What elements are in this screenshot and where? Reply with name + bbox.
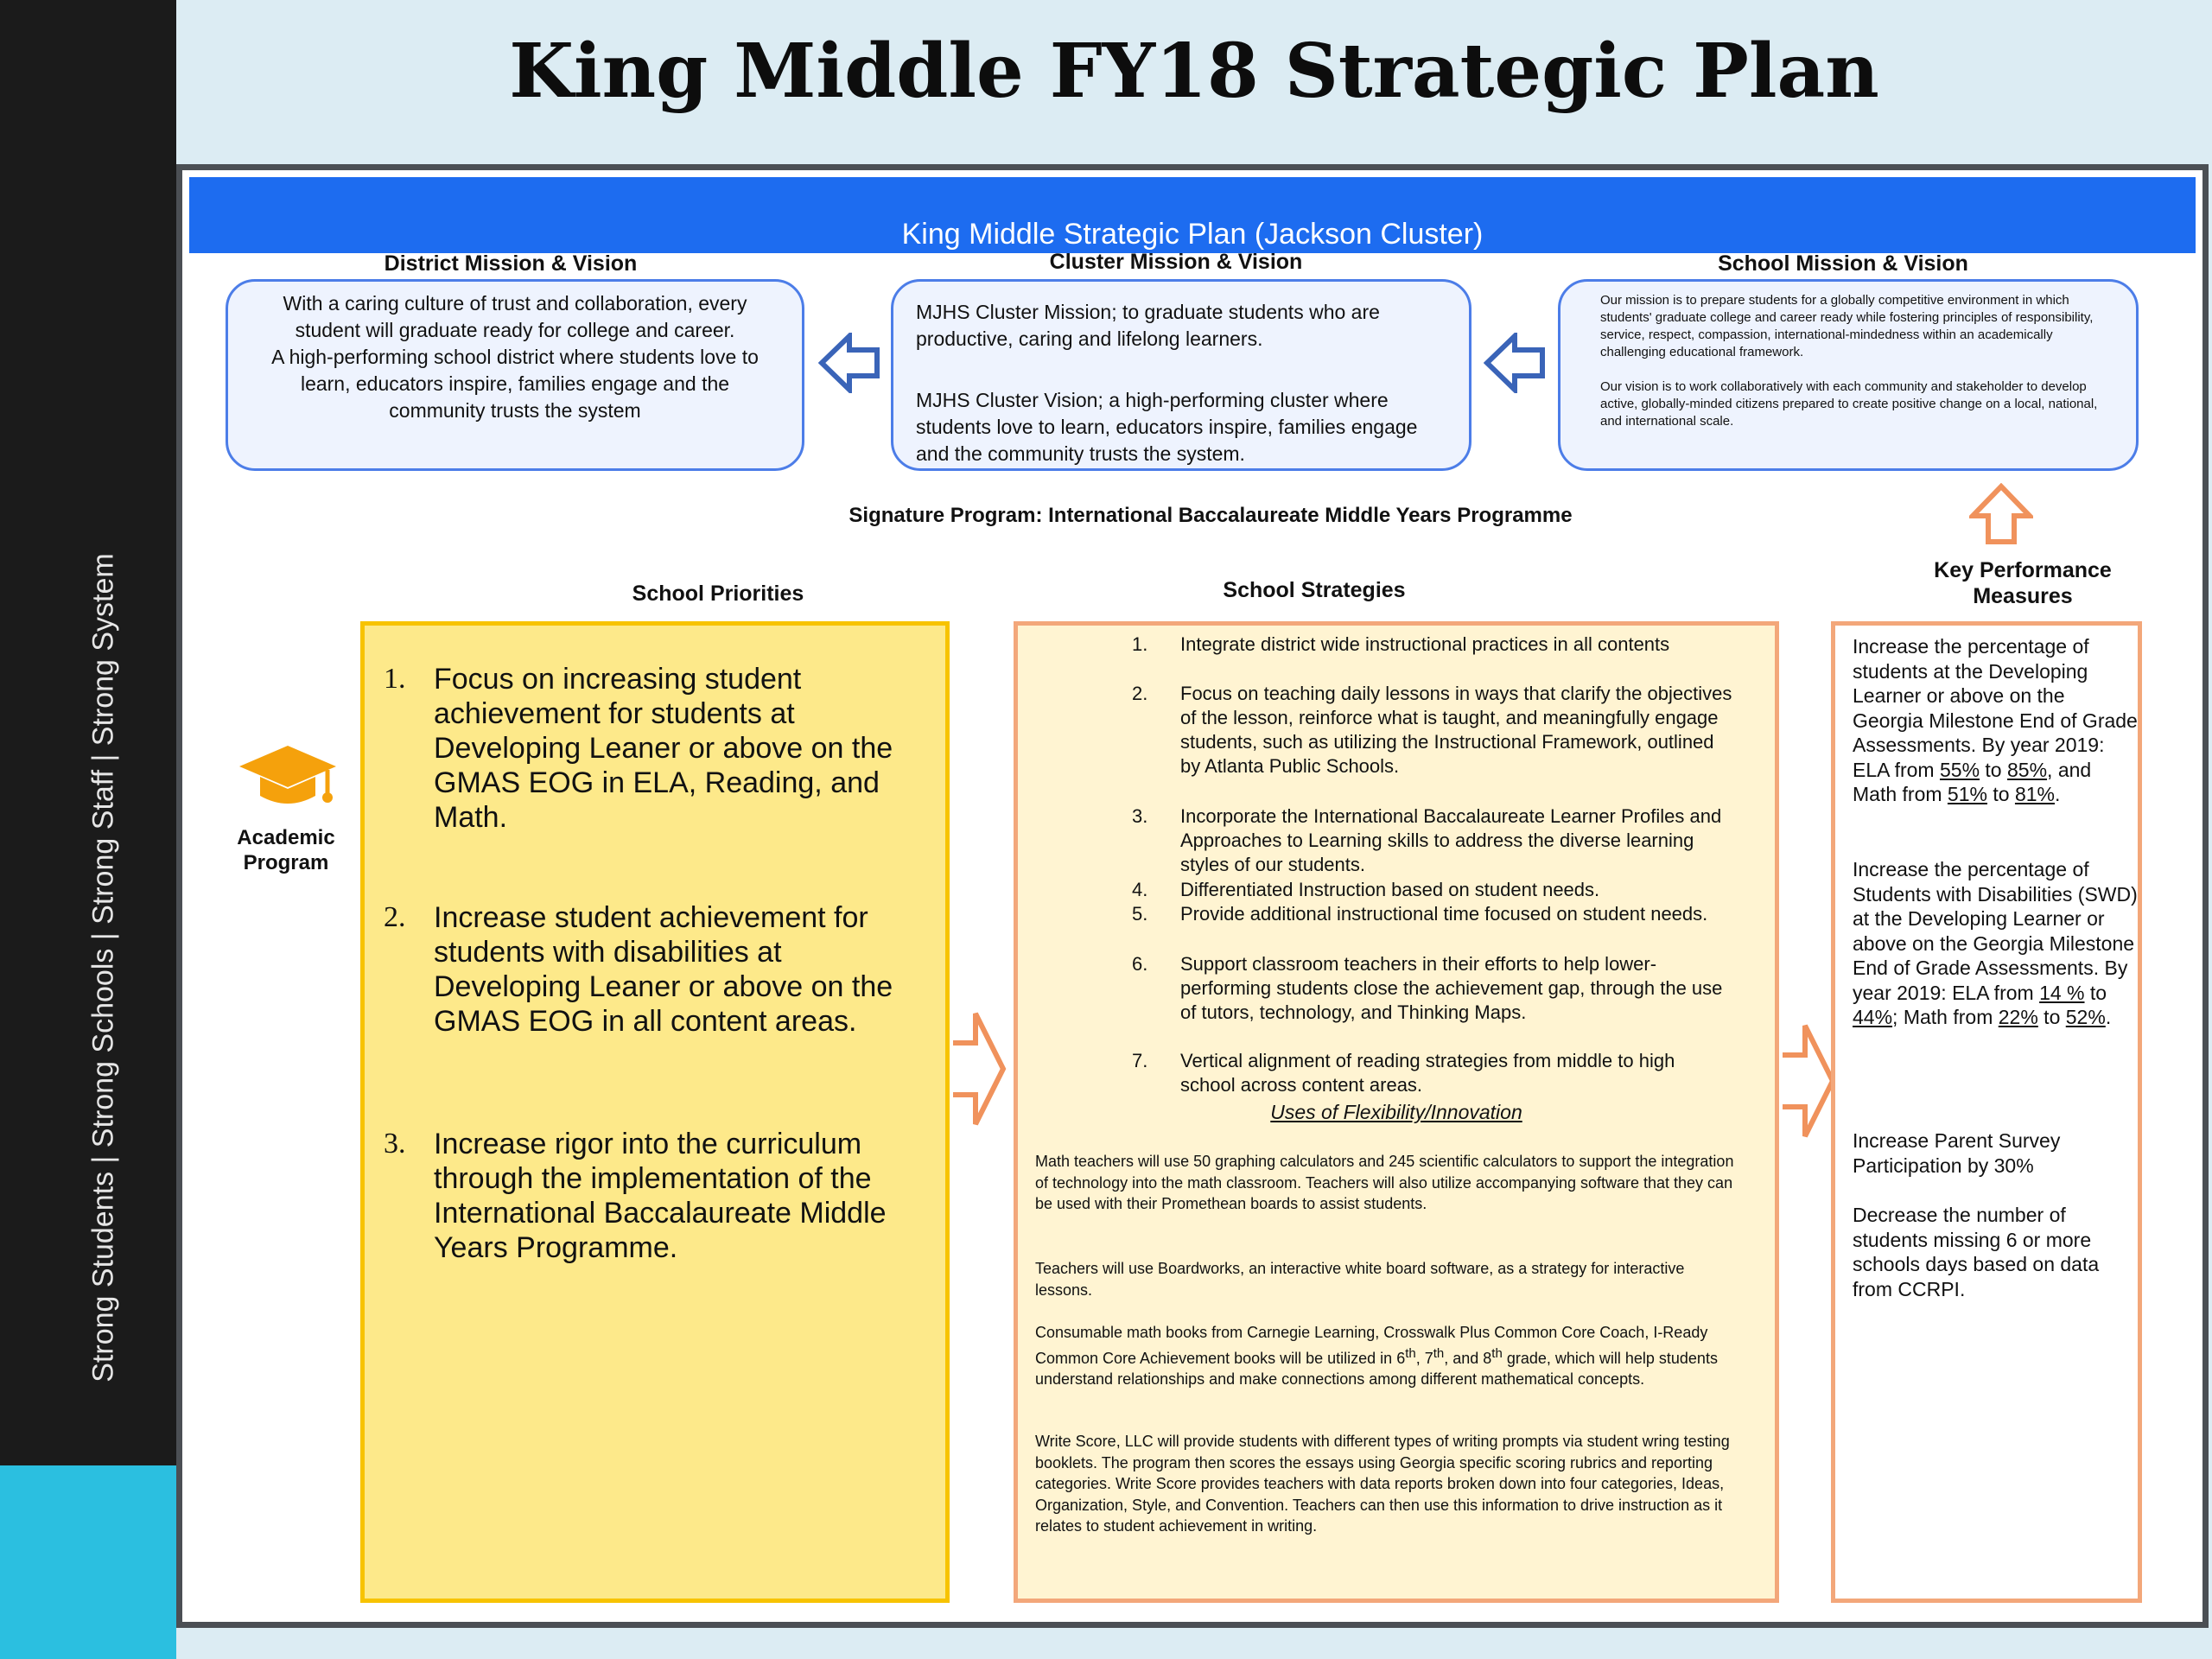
kpi-box: Increase the percentage of students at t… — [1831, 621, 2142, 1603]
academic-program-label: Academic Program — [237, 826, 335, 874]
plan-banner: King Middle Strategic Plan (Jackson Clus… — [189, 177, 2196, 253]
school-vision-text: Our vision is to work collaboratively wi… — [1600, 379, 2098, 429]
priorities-box: 1. Focus on increasing student achieveme… — [360, 621, 950, 1603]
kpi-heading: Key Performance Measures — [1934, 558, 2112, 608]
cluster-vision-text: MJHS Cluster Vision; a high-performing c… — [916, 389, 1418, 465]
school-heading: School Mission & Vision — [1718, 251, 1968, 276]
district-mission-text: With a caring culture of trust and colla… — [283, 292, 747, 341]
slide-title: King Middle FY18 Strategic Plan — [509, 28, 1879, 115]
cluster-mission-box: MJHS Cluster Mission; to graduate studen… — [891, 279, 1471, 471]
kpi-measure: Increase the percentage of Students with… — [1853, 858, 2138, 1028]
arrow-left-icon — [1484, 333, 1546, 393]
sidebar-tagline: Strong Students | Strong Schools | Stron… — [86, 553, 120, 1382]
district-mission-box: With a caring culture of trust and colla… — [226, 279, 804, 471]
school-mission-text: Our mission is to prepare students for a… — [1600, 293, 2094, 359]
flex-paragraph: Math teachers will use 50 graphing calcu… — [1035, 1153, 1734, 1212]
arrow-right-icon — [950, 1008, 1007, 1129]
district-vision-text: A high-performing school district where … — [271, 346, 759, 422]
cluster-mission-text: MJHS Cluster Mission; to graduate studen… — [916, 301, 1380, 350]
signature-program: Signature Program: International Baccala… — [849, 504, 1573, 527]
arrow-left-icon — [818, 333, 880, 393]
kpi-measure: Increase Parent Survey Participation by … — [1853, 1129, 2061, 1177]
arrow-right-icon — [1779, 1020, 1836, 1141]
arrow-up-icon — [1969, 483, 2033, 545]
flex-paragraph: Teachers will use Boardworks, an interac… — [1035, 1260, 1685, 1299]
strategies-heading: School Strategies — [1223, 578, 1406, 602]
flex-paragraph: Write Score, LLC will provide students w… — [1035, 1433, 1730, 1535]
flex-paragraph: Consumable math books from Carnegie Lear… — [1035, 1324, 1718, 1388]
strategies-box: 1.Integrate district wide instructional … — [1014, 621, 1779, 1603]
strategic-plan-frame: King Middle Strategic Plan (Jackson Clus… — [176, 164, 2209, 1628]
graduation-cap-icon — [236, 741, 340, 817]
district-heading: District Mission & Vision — [384, 251, 638, 276]
bottom-band — [176, 1628, 2212, 1659]
sidebar-accent — [0, 1465, 176, 1659]
school-mission-box: Our mission is to prepare students for a… — [1558, 279, 2139, 471]
priorities-heading: School Priorities — [632, 582, 804, 606]
kpi-measure: Increase the percentage of students at t… — [1853, 635, 2138, 805]
flex-heading: Uses of Flexibility/Innovation — [1270, 1101, 1522, 1123]
kpi-measure: Decrease the number of students missing … — [1853, 1204, 2100, 1300]
cluster-heading: Cluster Mission & Vision — [1049, 250, 1303, 274]
sidebar — [0, 0, 176, 1659]
